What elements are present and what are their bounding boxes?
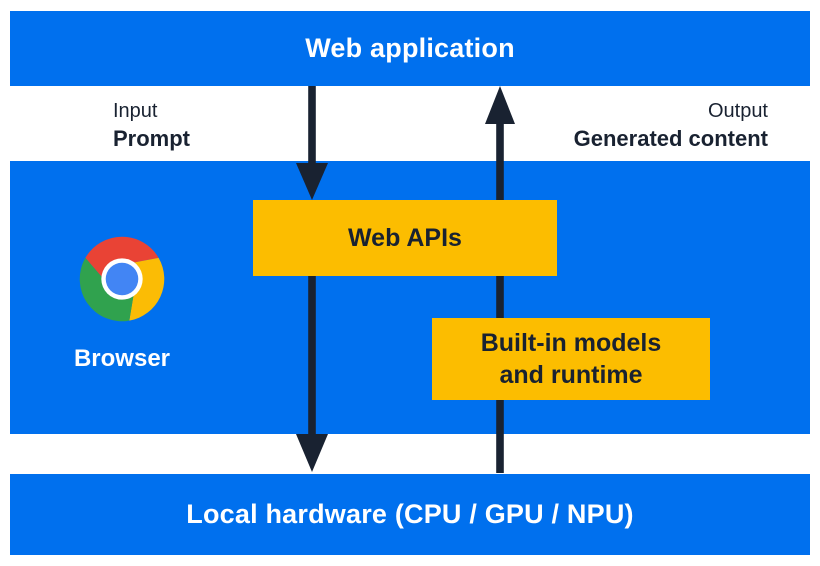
chrome-logo-icon xyxy=(79,236,165,322)
arrow-down-icon xyxy=(296,202,328,472)
input-caption: Input xyxy=(113,100,158,122)
local-hardware-bar: Local hardware (CPU / GPU / NPU) xyxy=(10,474,810,555)
output-caption: Output xyxy=(707,100,768,122)
browser-label: Browser xyxy=(73,345,171,372)
arrow-up-icon xyxy=(485,86,515,473)
output-value-label: Generated content xyxy=(573,126,768,151)
arrow-down-icon xyxy=(296,86,328,200)
input-label-group: Input Prompt xyxy=(113,99,190,152)
web-apis-box: Web APIs xyxy=(253,200,557,276)
builtin-models-box: Built-in models and runtime xyxy=(432,318,710,400)
output-label-group: Output Generated content xyxy=(574,99,768,152)
builtin-models-label-line2: and runtime xyxy=(499,361,643,389)
local-hardware-label: Local hardware (CPU / GPU / NPU) xyxy=(186,499,634,529)
web-apis-label: Web APIs xyxy=(348,223,462,252)
input-value-label: Prompt xyxy=(113,126,190,151)
web-application-bar: Web application xyxy=(10,11,810,86)
builtin-models-label-line1: Built-in models xyxy=(480,329,662,357)
web-application-label: Web application xyxy=(305,33,515,63)
